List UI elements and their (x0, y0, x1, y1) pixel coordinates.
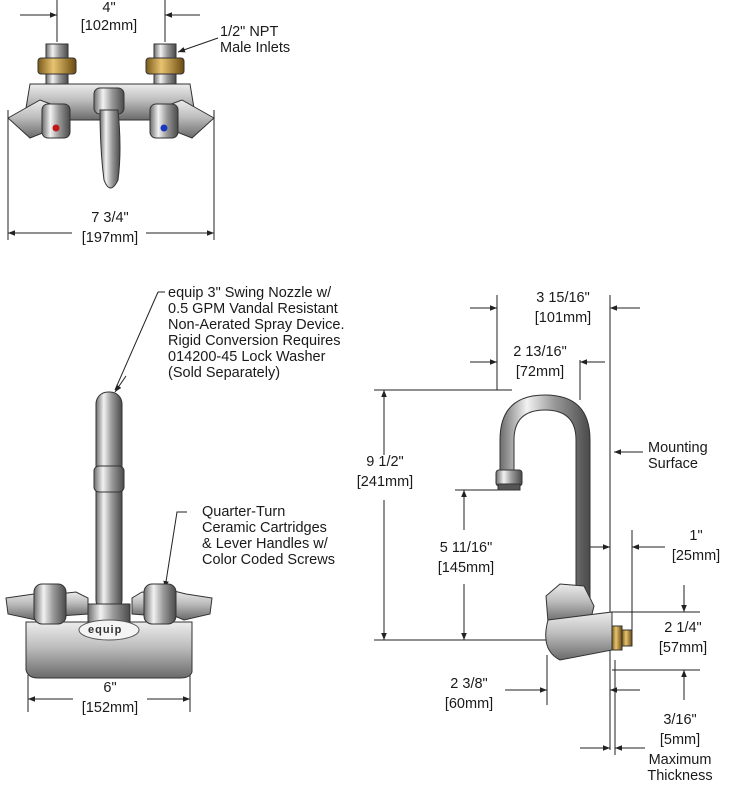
dim-overall-width: 7 3/4" [197mm] (70, 210, 150, 246)
dim-imperial: 4" (102, 0, 116, 16)
side-view-faucet (495, 394, 633, 661)
dim-imperial: 2 13/16" (513, 344, 567, 360)
dim-imperial: 3 15/16" (536, 290, 590, 306)
dim-metric: [241mm] (356, 474, 414, 490)
front-view-faucet (5, 391, 213, 679)
dim-imperial: 6" (103, 680, 117, 696)
dim-max-thickness: 3/16" [5mm] (650, 712, 710, 748)
dim-metric: [25mm] (671, 548, 721, 564)
nozzle-note: equip 3" Swing Nozzle w/ 0.5 GPM Vandal … (168, 285, 345, 381)
dim-metric: [145mm] (437, 560, 495, 576)
dim-center: 6" [152mm] (73, 680, 147, 716)
dim-reach: 3 15/16" [101mm] (518, 290, 608, 326)
dim-body-depth: 2 3/8" [60mm] (434, 676, 504, 712)
dim-imperial: 5 11/16" (439, 540, 493, 556)
dim-metric: [5mm] (659, 732, 701, 748)
dim-inlet-offset: 1" [25mm] (665, 528, 727, 564)
cartridge-note: Quarter-Turn Ceramic Cartridges & Lever … (202, 504, 335, 568)
dim-spout-height: 5 11/16" [145mm] (428, 540, 504, 576)
dim-spout-reach: 2 13/16" [72mm] (498, 344, 582, 380)
dim-metric: [101mm] (534, 310, 592, 326)
dim-imperial: 2 1/4" (664, 620, 702, 636)
dim-metric: [57mm] (658, 640, 708, 656)
dim-inlet-length: 2 1/4" [57mm] (650, 620, 716, 656)
dim-imperial: 3/16" (663, 712, 697, 728)
body-brand: equip (88, 624, 123, 636)
thickness-note: Maximum Thickness (647, 752, 713, 784)
dim-imperial: 1" (689, 528, 703, 544)
dim-metric: [102mm] (80, 18, 138, 34)
dim-metric: [72mm] (515, 364, 565, 380)
dim-height: 9 1/2" [241mm] (348, 454, 422, 490)
dim-metric: [60mm] (444, 696, 494, 712)
dim-imperial: 2 3/8" (450, 676, 488, 692)
dim-imperial: 9 1/2" (366, 454, 404, 470)
dim-metric: [197mm] (81, 230, 139, 246)
dim-inlet-spacing: 4" [102mm] (72, 0, 146, 34)
inlet-note: 1/2" NPT Male Inlets (220, 24, 291, 56)
mounting-note: Mounting Surface (648, 440, 708, 472)
dim-metric: [152mm] (81, 700, 139, 716)
top-view-faucet (7, 43, 215, 189)
dim-imperial: 7 3/4" (91, 210, 129, 226)
